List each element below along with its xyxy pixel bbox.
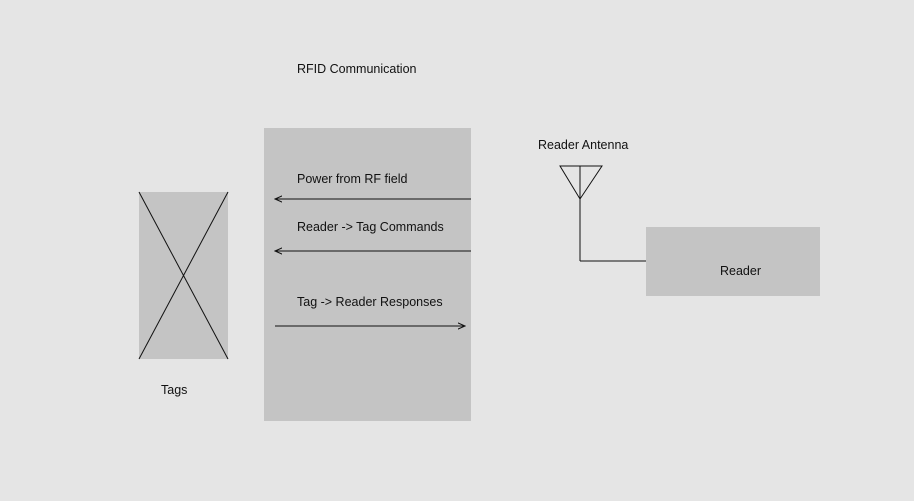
communication-channel-box [264, 128, 471, 421]
power-arrow-label: Power from RF field [297, 172, 408, 186]
responses-arrow-label: Tag -> Reader Responses [297, 295, 443, 309]
commands-arrow-label: Reader -> Tag Commands [297, 220, 444, 234]
tags-label: Tags [161, 383, 188, 397]
diagram-title: RFID Communication [297, 62, 417, 76]
antenna-label: Reader Antenna [538, 138, 629, 152]
tags-box [138, 191, 229, 360]
reader-label: Reader [720, 264, 761, 278]
antenna-icon [559, 165, 646, 262]
reader-box [646, 227, 820, 296]
